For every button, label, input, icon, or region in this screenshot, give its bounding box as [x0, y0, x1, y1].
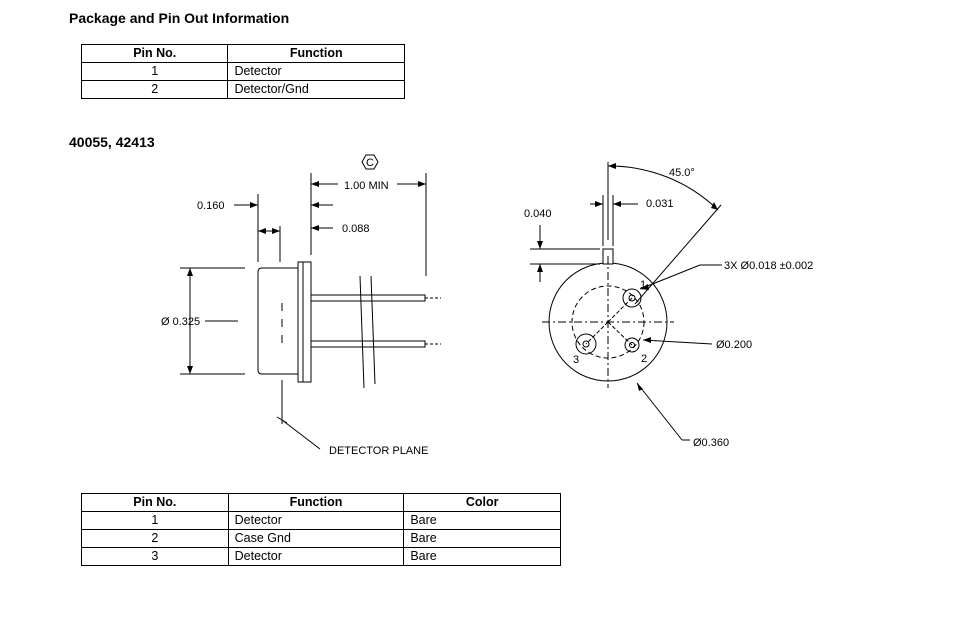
cell-function: Detector/Gnd — [227, 80, 405, 99]
flange — [297, 261, 312, 383]
table-header-row: Pin No. Function — [80, 44, 405, 63]
cell-pin: 2 — [81, 529, 229, 548]
cell-color: Bare — [403, 547, 561, 566]
lead-top — [310, 294, 426, 302]
dim-lead-dia: 3X Ø0.018 ±0.002 — [724, 260, 813, 272]
pin-table-2: Pin No. Function Color 1 Detector Bare 2… — [81, 493, 561, 566]
col-header-color: Color — [403, 493, 561, 512]
cell-pin: 3 — [81, 547, 229, 566]
col-header-function: Function — [227, 44, 405, 63]
pin-label-3: 3 — [573, 354, 579, 366]
cap-body — [257, 267, 299, 375]
copyright-icon: C — [366, 157, 374, 169]
pin-label-2: 2 — [641, 353, 647, 365]
table-row: 3 Detector Bare — [81, 547, 561, 566]
table-row: 1 Detector — [80, 62, 405, 81]
dim-tab-height: 0.040 — [524, 208, 552, 220]
lead-bottom — [310, 340, 426, 348]
col-header-pin: Pin No. — [81, 493, 229, 512]
section-title: Package and Pin Out Information — [69, 10, 290, 26]
cell-color: Bare — [403, 511, 561, 530]
table-header-row: Pin No. Function Color — [81, 493, 561, 512]
dim-cap-height: 0.160 — [197, 200, 225, 212]
part-numbers: 40055, 42413 — [69, 134, 155, 150]
table-row: 2 Detector/Gnd — [80, 80, 405, 99]
cell-function: Case Gnd — [227, 529, 405, 548]
col-header-function: Function — [227, 493, 405, 512]
dim-diameter-side: Ø 0.325 — [161, 316, 200, 328]
table-row: 1 Detector Bare — [81, 511, 561, 530]
detector-plane-label: DETECTOR PLANE — [329, 445, 428, 457]
pin-table-1: Pin No. Function 1 Detector 2 Detector/G… — [80, 44, 405, 99]
cell-pin: 1 — [81, 511, 229, 530]
dim-tab-width: 0.031 — [646, 198, 674, 210]
cell-function: Detector — [227, 62, 405, 81]
dim-flange: 0.088 — [342, 223, 370, 235]
dim-bolt-circle: Ø0.200 — [716, 339, 752, 351]
cell-color: Bare — [403, 529, 561, 548]
cell-pin: 2 — [80, 80, 229, 99]
pin-label-1: 1 — [640, 279, 646, 291]
table-row: 2 Case Gnd Bare — [81, 529, 561, 548]
dim-angle: 45.0° — [669, 167, 695, 179]
dim-outer-dia: Ø0.360 — [693, 437, 729, 449]
dim-lead-length: 1.00 MIN — [344, 180, 389, 192]
cell-function: Detector — [227, 511, 405, 530]
cell-function: Detector — [227, 547, 405, 566]
